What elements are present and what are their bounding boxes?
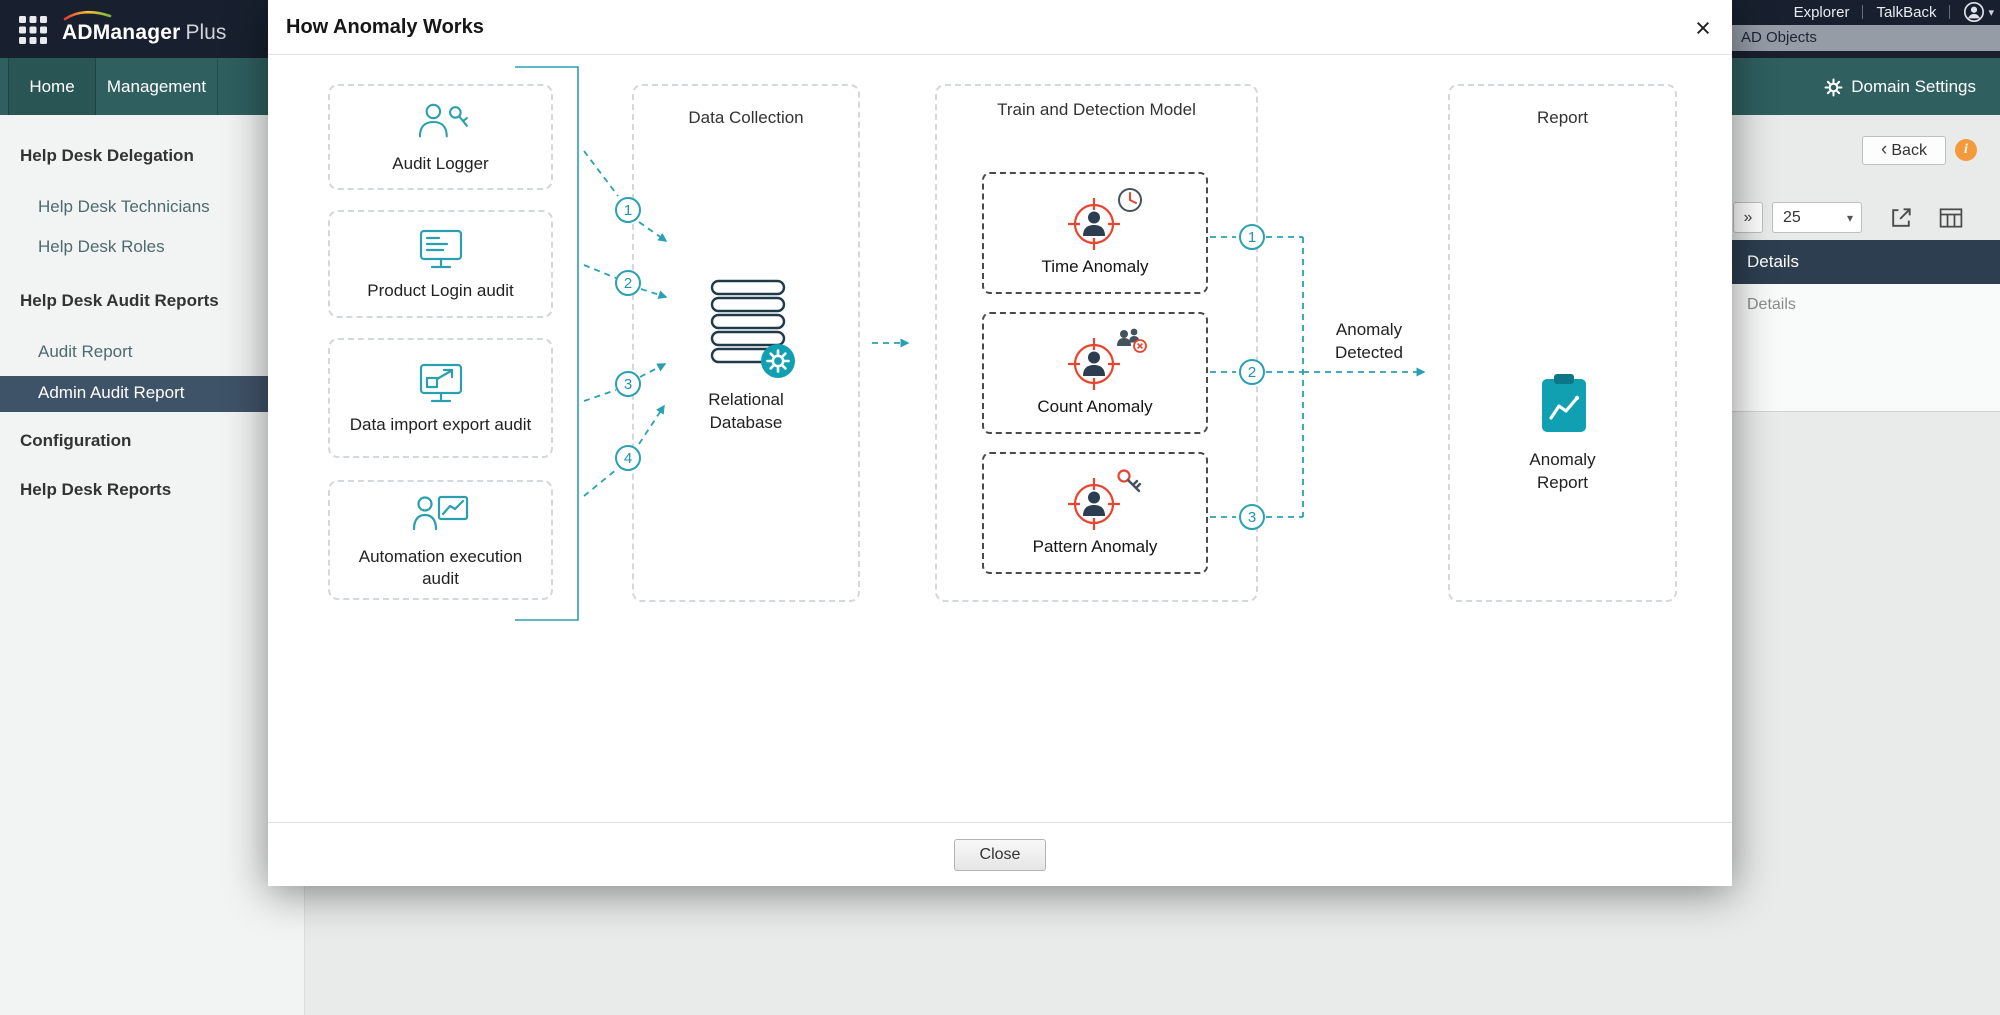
details-header-label: Details [1747,252,1799,271]
caret-down-icon: ▾ [1988,6,1994,19]
anomaly-report-label: Anomaly Report [1529,450,1596,492]
logo-suffix-text: Plus [185,21,227,44]
user-avatar-icon [1964,2,1985,22]
report-column [1448,84,1677,602]
monitor-list-icon [419,229,462,268]
tab-management-label: Management [106,76,207,96]
key-badge-icon [1117,469,1142,493]
info-icon[interactable]: i [1955,139,1977,161]
anomaly-label: Pattern Anomaly [1032,537,1158,556]
divider [1862,5,1864,19]
user-chart-icon [412,495,468,530]
pattern-anomaly-icon [1068,469,1142,530]
train-model-column [935,84,1258,602]
table-columns-icon [1939,207,1963,228]
clipboard-report-icon [1542,374,1586,432]
modal-header: How Anomaly Works × [268,0,1732,55]
tab-home-label: Home [29,76,75,96]
caret-down-icon: ▾ [1846,210,1853,225]
close-button[interactable]: × [1686,11,1720,45]
source-box-automation-execution-audit: Automation execution audit [328,480,553,600]
topbar-links: Explorer TalkBack ▾ [1794,0,1994,24]
tab-home[interactable]: Home [8,58,96,115]
app-launcher-button[interactable] [18,15,48,45]
data-collection-column [632,84,860,602]
sidebar-item-audit-report[interactable]: Audit Report [38,342,133,361]
report-title: Report [1536,108,1589,127]
back-button[interactable]: ‹ Back [1862,136,1946,165]
user-menu-button[interactable]: ▾ [1963,1,1994,23]
divider [1949,5,1951,19]
monitor-export-icon [419,363,462,402]
page-size-select[interactable]: 25 ▾ [1772,202,1862,233]
sidebar-item-label: Admin Audit Report [38,383,185,402]
sidebar-item-help-desk-technicians[interactable]: Help Desk Technicians [38,197,210,216]
step-badge-3: 3 [615,371,641,397]
sidebar-section-help-desk-audit-reports[interactable]: Help Desk Audit Reports [20,291,219,310]
details-panel: Details [1732,284,2000,412]
sidebar-section-help-desk-reports[interactable]: Help Desk Reports [20,480,172,499]
domain-settings-button[interactable]: Domain Settings [1824,72,1976,102]
sidebar-section-configuration[interactable]: Configuration [20,431,132,450]
step-badge-2: 2 [615,270,641,296]
close-icon: × [1695,12,1711,43]
source-label: Automation execution audit [358,546,523,588]
explorer-link[interactable]: Explorer [1793,3,1850,21]
result-badge-3: 3 [1239,504,1265,530]
details-cell: Details [1747,296,1796,313]
info-glyph: i [1964,142,1968,157]
source-box-data-import-export-audit: Data import export audit [328,338,553,458]
relational-database-icon [710,279,795,378]
export-icon [1892,207,1911,227]
time-anomaly-box: Time Anomaly [982,172,1208,294]
domain-settings-label: Domain Settings [1851,77,1976,96]
how-anomaly-works-modal: How Anomaly Works × [268,0,1732,886]
logo-text: ADManager [62,21,181,44]
anomaly-detected-label: Anomaly Detected [1334,320,1404,362]
sidebar-section-help-desk-delegation[interactable]: Help Desk Delegation [20,146,194,165]
double-chevron-icon: » [1743,208,1753,226]
source-box-product-login-audit: Product Login audit [328,210,553,318]
result-badge-2: 2 [1239,359,1265,385]
gear-icon [1824,78,1843,96]
train-model-title: Train and Detection Model [997,100,1196,119]
time-anomaly-icon [1068,188,1142,250]
source-label: Data import export audit [349,414,532,434]
ad-objects-dropdown[interactable]: AD Objects [1732,25,2000,51]
source-label: Audit Logger [392,153,489,173]
gear-badge-icon [761,344,795,378]
logo-swoosh-icon [63,10,112,21]
count-anomaly-icon [1068,328,1147,390]
details-header: Details [1732,240,2000,284]
users-remove-badge-icon [1117,328,1140,346]
sidebar-item-admin-audit-report[interactable]: Admin Audit Report [0,376,305,412]
step-badge-4: 4 [615,445,641,471]
sidebar-item-help-desk-roles[interactable]: Help Desk Roles [38,237,165,256]
export-button[interactable] [1884,202,1918,233]
expand-pagination-button[interactable]: » [1733,202,1763,233]
anomaly-label: Time Anomaly [1041,257,1149,276]
page-size-value: 25 [1783,208,1801,226]
data-collection-title: Data Collection [688,108,804,127]
close-modal-button[interactable]: Close [954,838,1046,871]
apps-grid-icon [19,16,47,44]
talkback-link[interactable]: TalkBack [1876,3,1937,21]
modal-footer: Close [268,822,1732,886]
result-badge-1: 1 [1239,224,1265,250]
chevron-left-icon: ‹ [1881,139,1888,160]
modal-title: How Anomaly Works [286,15,484,38]
anomaly-label: Count Anomaly [1037,397,1153,416]
user-key-icon [418,103,468,137]
step-badge-1: 1 [615,197,641,223]
database-label: Relational Database [708,390,784,432]
sidebar: Help Desk Delegation Help Desk Technicia… [0,115,305,1015]
ad-objects-label: AD Objects [1741,29,1817,46]
source-box-audit-logger: Audit Logger [328,84,553,190]
pattern-anomaly-box: Pattern Anomaly [982,452,1208,574]
source-label: Product Login audit [367,280,514,300]
back-label: Back [1891,141,1927,159]
column-chooser-button[interactable] [1934,202,1968,233]
count-anomaly-box: Count Anomaly [982,312,1208,434]
tab-management[interactable]: Management [96,58,218,115]
